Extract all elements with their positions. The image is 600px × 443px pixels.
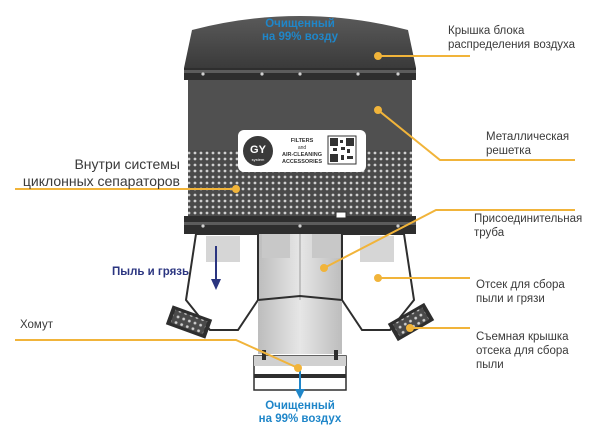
label-pipe: Присоединительная труба: [474, 213, 583, 239]
removable-cover-left: [165, 305, 213, 339]
arrow-down-icon: [211, 246, 221, 290]
qr-code-icon: [327, 135, 357, 165]
logo-mark: GY: [250, 144, 267, 156]
label-removable-cover: Съемная крышка отсека для сбора пыли: [476, 331, 569, 371]
label-compartment: Отсек для сбора пыли и грязи: [476, 279, 565, 305]
logo-line-4: ACCESSORIES: [282, 159, 322, 165]
label-cover: Крышка блока распределения воздуха: [448, 25, 576, 51]
logo-line-1: FILTERS: [291, 138, 314, 144]
label-mesh: Металлическая решетка: [486, 131, 570, 157]
dust-label: Пыль и грязь: [112, 266, 190, 278]
logo-line-3: AIR-CLEANING: [282, 152, 322, 158]
label-clamp: Хомут: [20, 319, 53, 331]
filter-body: [184, 80, 416, 234]
leader-lines: [15, 52, 575, 372]
logo-line-2: and: [298, 145, 307, 151]
logo-sub: system: [252, 157, 265, 162]
removable-cover-right: [387, 302, 435, 342]
label-inside: Внутри системы циклонных сепараторов: [22, 156, 180, 189]
arrow-down-icon-air: [295, 368, 305, 399]
air-top-label: Очищенный на 99% возду: [261, 18, 339, 43]
air-bottom-label: Очищенный на 99% воздух: [258, 400, 342, 425]
logo-plate: GY system FILTERS and AIR-CLEANING ACCES…: [238, 130, 366, 172]
